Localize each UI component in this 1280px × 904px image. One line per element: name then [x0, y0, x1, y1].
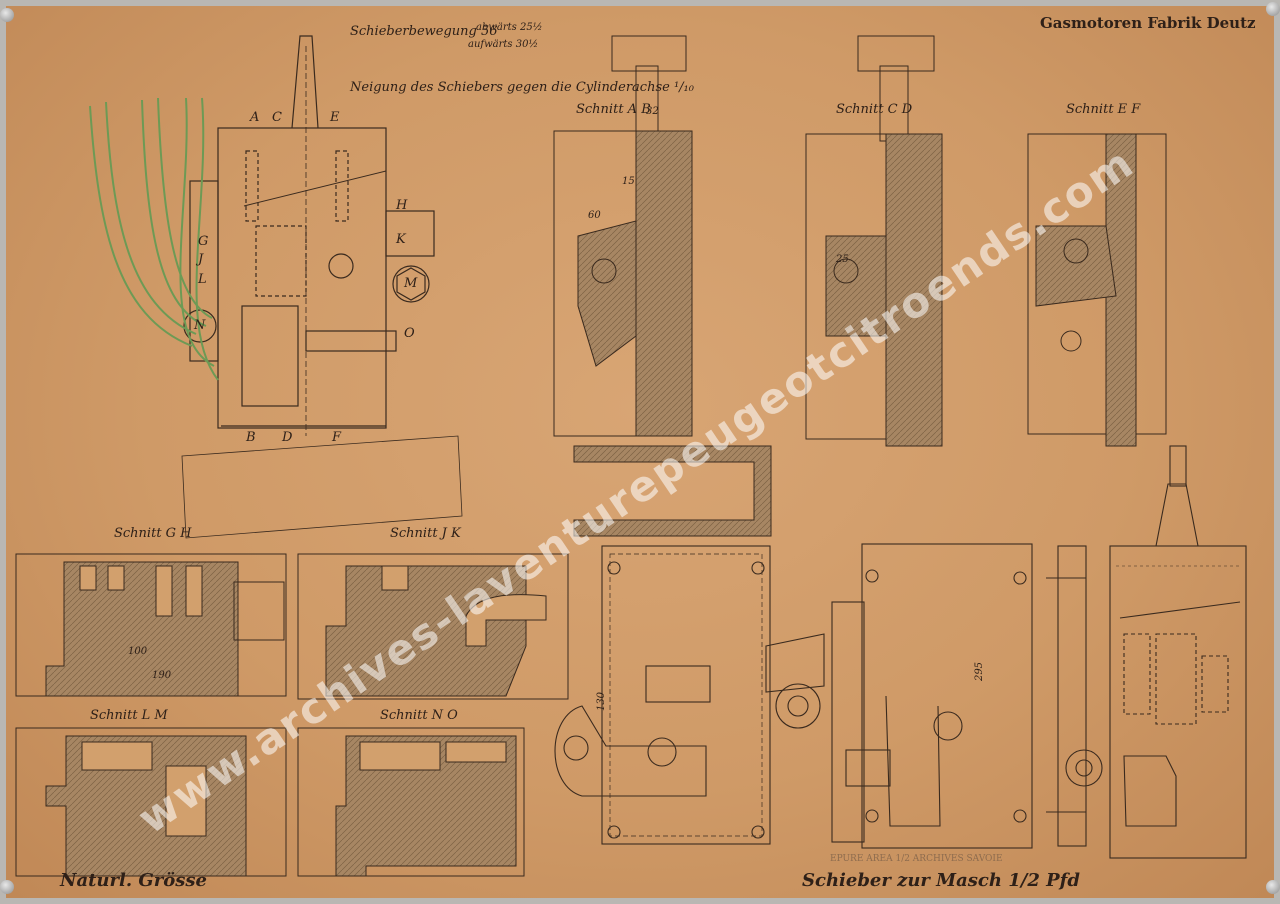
pin-top-right [1266, 2, 1280, 16]
letter-b: B [246, 430, 256, 445]
technical-drawing [15, 35, 1247, 877]
pin-bottom-right [1266, 880, 1280, 894]
section-no-label: Schnitt N O [380, 708, 458, 723]
note-tilt: Neigung des Schiebers gegen die Cylinder… [350, 80, 694, 95]
letter-g: G [198, 234, 209, 249]
dimension-label: 100 [128, 646, 148, 657]
section-jk-label: Schnitt J K [390, 526, 461, 541]
pin-bottom-left [0, 880, 14, 894]
letter-h: H [396, 198, 408, 213]
section-gh-label: Schnitt G H [114, 526, 192, 541]
letter-d: D [282, 430, 293, 445]
letter-f: F [332, 430, 342, 445]
letter-o: O [404, 326, 415, 341]
drawing-title: Schieber zur Masch 1/2 Pfd [802, 870, 1080, 891]
note-upward: aufwärts 30½ [468, 39, 539, 50]
main-view [181, 35, 463, 539]
letter-j: J [198, 252, 204, 267]
section-lm-label: Schnitt L M [90, 708, 168, 723]
dimension-label: 60 [588, 210, 601, 221]
letter-e: E [330, 110, 340, 125]
drawing-sheet: Gasmotoren Fabrik Deutz Naturl. Grösse S… [6, 6, 1274, 898]
note-downward: abwärts 25½ [476, 22, 543, 33]
letter-n: N [194, 318, 206, 333]
dimension-label: 32 [646, 106, 659, 117]
note-slide-travel: Schieberbewegung 56 [350, 24, 498, 39]
pin-top-left [0, 8, 14, 22]
letter-l: L [198, 272, 207, 287]
dimension-label: 295 [974, 661, 986, 682]
section-cd-label: Schnitt C D [836, 102, 913, 117]
main-body-outline [217, 127, 387, 429]
elevation-views [554, 445, 1247, 859]
letter-c: C [272, 110, 282, 125]
dimension-label: 130 [596, 691, 608, 712]
dimension-label: 190 [152, 670, 172, 681]
archive-stamp: EPURE AREA 1/2 ARCHIVES SAVOIE [830, 854, 1003, 864]
letter-m: M [404, 276, 418, 291]
section-ab-label: Schnitt A B [576, 102, 651, 117]
section-ef-label: Schnitt E F [1066, 102, 1141, 117]
dimension-label: 15 [622, 176, 635, 187]
section-views [15, 35, 1167, 877]
letter-a: A [250, 110, 260, 125]
letter-k: K [396, 232, 406, 247]
dimension-label: 25 [836, 254, 849, 265]
scale-note: Naturl. Grösse [60, 870, 207, 891]
green-pipes [89, 97, 219, 381]
header-manufacturer: Gasmotoren Fabrik Deutz [1040, 14, 1256, 32]
